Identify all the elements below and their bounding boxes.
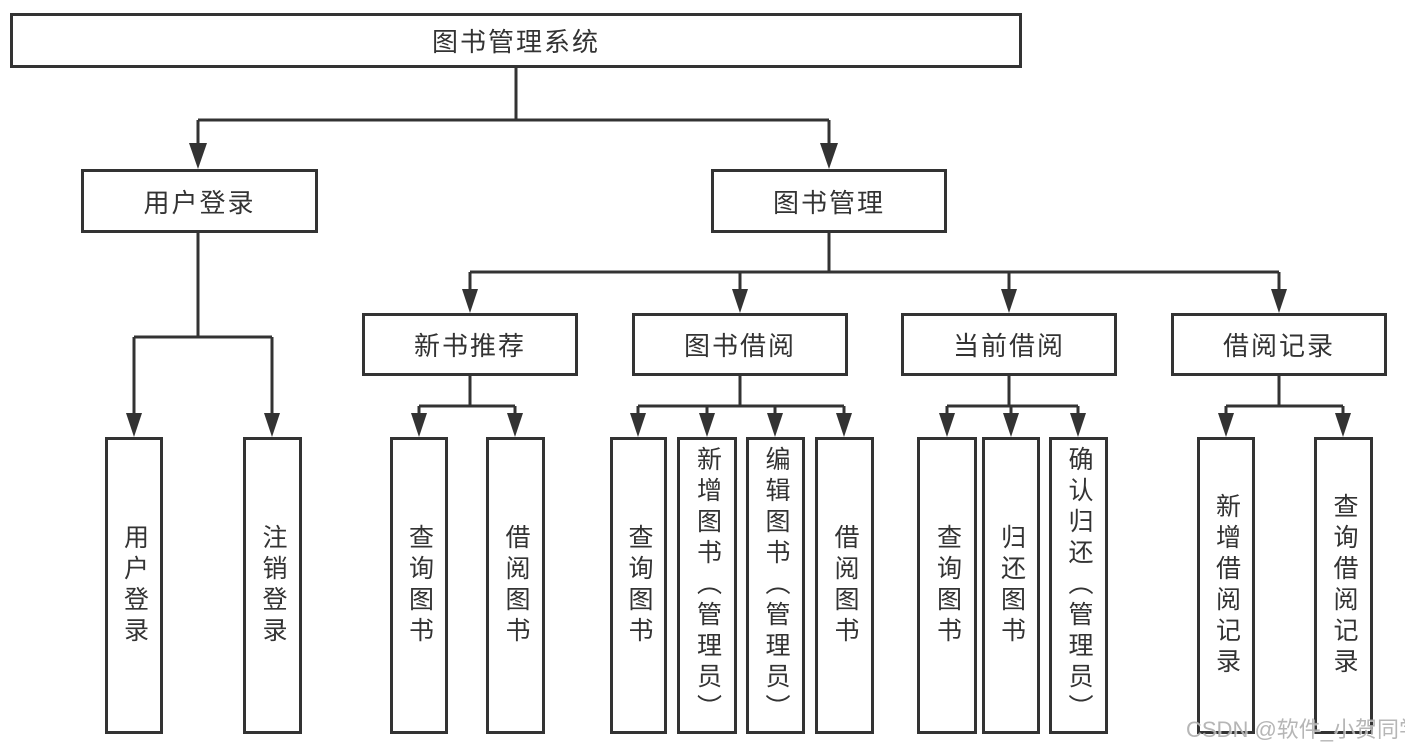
node-return-books: 归还图书 [982, 437, 1040, 734]
node-label: 图书借阅 [683, 331, 796, 361]
node-current-borrow: 当前借阅 [901, 313, 1117, 376]
node-label: 借阅图书 [831, 523, 859, 648]
node-label: 当前借阅 [952, 331, 1065, 361]
node-edit-books-admin: 编辑图书（管理员） [746, 437, 805, 734]
node-label: 注销登录 [259, 523, 287, 648]
connector-borrow-records [1218, 376, 1351, 437]
node-user-login: 用户登录 [81, 169, 318, 233]
connector-current-borrow [939, 376, 1086, 437]
node-query-books-newbook: 查询图书 [390, 437, 448, 734]
node-label: 查询图书 [405, 523, 434, 648]
connector-root [189, 68, 838, 169]
connector-user-login [126, 233, 280, 437]
node-label: 借阅记录 [1222, 331, 1335, 361]
node-new-book-recommend: 新书推荐 [362, 313, 578, 376]
node-borrow-books-newbook: 借阅图书 [486, 437, 545, 734]
node-borrow-records: 借阅记录 [1171, 313, 1387, 376]
node-query-borrow-record: 查询借阅记录 [1314, 437, 1373, 734]
node-query-books-current: 查询图书 [917, 437, 977, 734]
node-root: 图书管理系统 [10, 13, 1022, 68]
node-add-borrow-record: 新增借阅记录 [1197, 437, 1255, 734]
node-label: 新增借阅记录 [1212, 492, 1241, 679]
node-query-books-borrow: 查询图书 [610, 437, 667, 734]
node-logout-action: 注销登录 [243, 437, 302, 734]
node-book-borrow: 图书借阅 [632, 313, 848, 376]
connector-book-management [462, 233, 1287, 313]
node-label: 新增图书（管理员） [693, 446, 722, 725]
connector-book-borrow [630, 376, 852, 437]
node-label: 借阅图书 [502, 523, 530, 648]
node-label: 新书推荐 [413, 331, 526, 361]
node-label: 归还图书 [997, 523, 1026, 648]
node-label: 确认归还（管理员） [1065, 446, 1093, 725]
node-label: 图书管理系统 [431, 27, 600, 57]
node-label: 查询图书 [933, 523, 962, 648]
node-label: 编辑图书（管理员） [762, 446, 790, 725]
watermark: CSDN @软件_小贺同学 [1186, 717, 1405, 742]
node-borrow-books-borrow: 借阅图书 [815, 437, 874, 734]
node-label: 查询借阅记录 [1330, 492, 1358, 679]
node-book-management: 图书管理 [711, 169, 947, 233]
node-add-books-admin: 新增图书（管理员） [677, 437, 737, 734]
node-label: 查询图书 [625, 523, 653, 648]
node-confirm-return-admin: 确认归还（管理员） [1049, 437, 1108, 734]
node-label: 图书管理 [772, 187, 885, 218]
connector-new-book-recommend [411, 376, 523, 437]
node-user-login-action: 用户登录 [105, 437, 163, 734]
node-label: 用户登录 [143, 187, 256, 218]
node-label: 用户登录 [120, 523, 149, 648]
